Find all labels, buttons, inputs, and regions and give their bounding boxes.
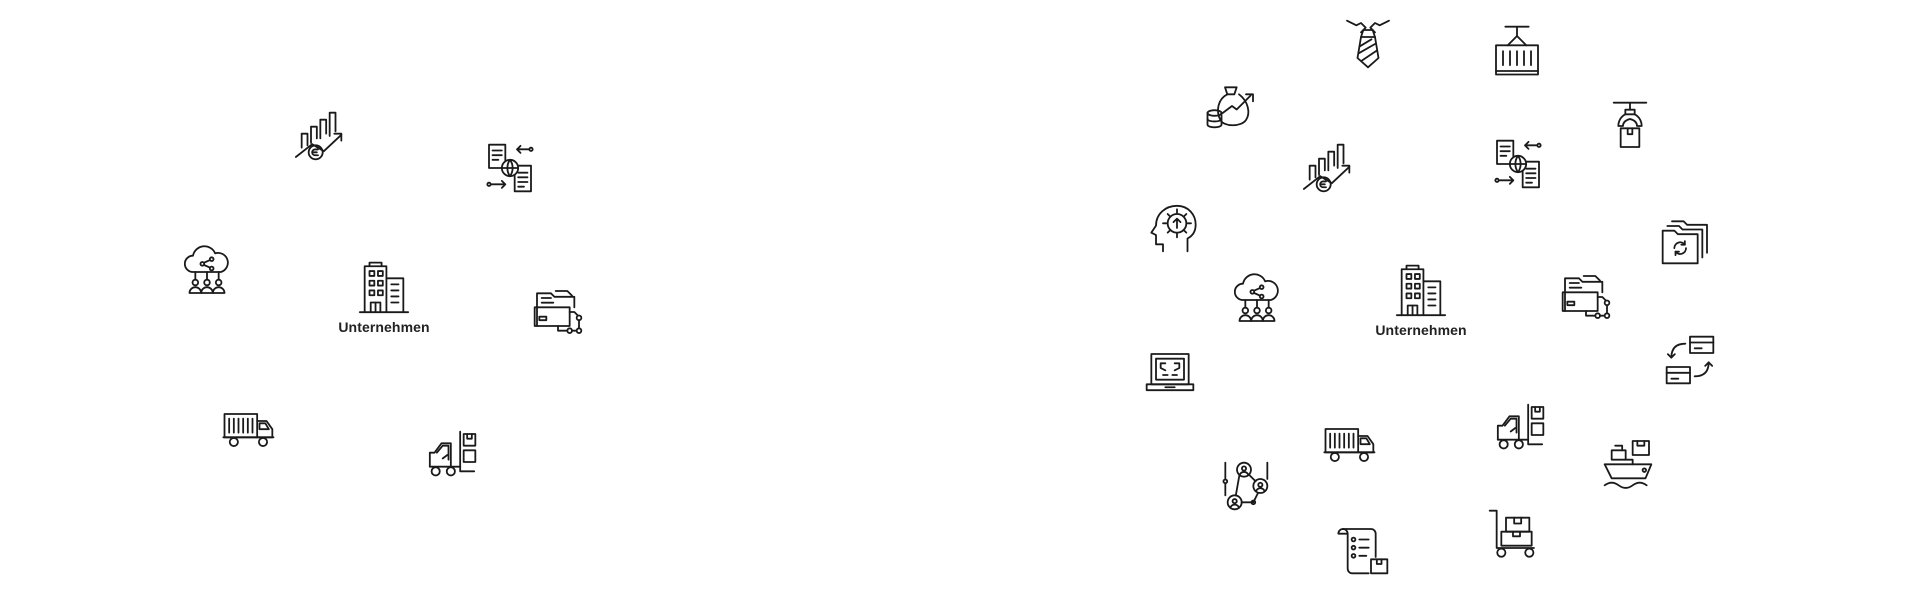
office-building-icon <box>355 259 413 317</box>
global-document-exchange-icon <box>1490 136 1546 192</box>
people-network-icon <box>1216 458 1272 514</box>
hand-trolley-box-icon <box>1485 506 1541 562</box>
revenue-growth-euro-icon <box>1298 140 1354 196</box>
forklift-box-icon <box>424 427 480 483</box>
necktie-icon <box>1340 16 1396 72</box>
center-label: Unternehmen <box>1375 322 1467 338</box>
right-icon-cluster: Unternehmen <box>960 0 1920 600</box>
cloud-team-network-icon <box>1229 272 1285 328</box>
left-icon-cluster: Unternehmen <box>0 0 960 600</box>
revenue-growth-euro-icon <box>290 108 346 164</box>
delivery-checklist-icon <box>1336 522 1392 578</box>
cargo-truck-icon <box>221 400 277 456</box>
crane-hook-box-icon <box>1602 98 1658 154</box>
folder-sync-icon <box>1658 212 1714 268</box>
cargo-truck-icon <box>1322 415 1378 471</box>
laptop-code-icon <box>1142 347 1198 403</box>
cloud-team-network-icon <box>179 244 235 300</box>
forklift-box-icon <box>1492 400 1548 456</box>
document-folder-network-icon <box>1558 269 1614 325</box>
center-label: Unternehmen <box>338 319 430 335</box>
mind-upload-icon <box>1142 200 1198 256</box>
document-folder-network-icon <box>530 284 586 340</box>
center-company-node: Unternehmen <box>314 259 454 335</box>
global-document-exchange-icon <box>482 140 538 196</box>
money-bag-growth-icon <box>1204 78 1260 134</box>
shipping-container-crane-icon <box>1489 22 1545 78</box>
payment-card-transfer-icon <box>1662 332 1718 388</box>
center-company-node: Unternehmen <box>1351 262 1491 338</box>
office-building-icon <box>1392 262 1450 320</box>
cargo-ship-icon <box>1600 434 1656 490</box>
